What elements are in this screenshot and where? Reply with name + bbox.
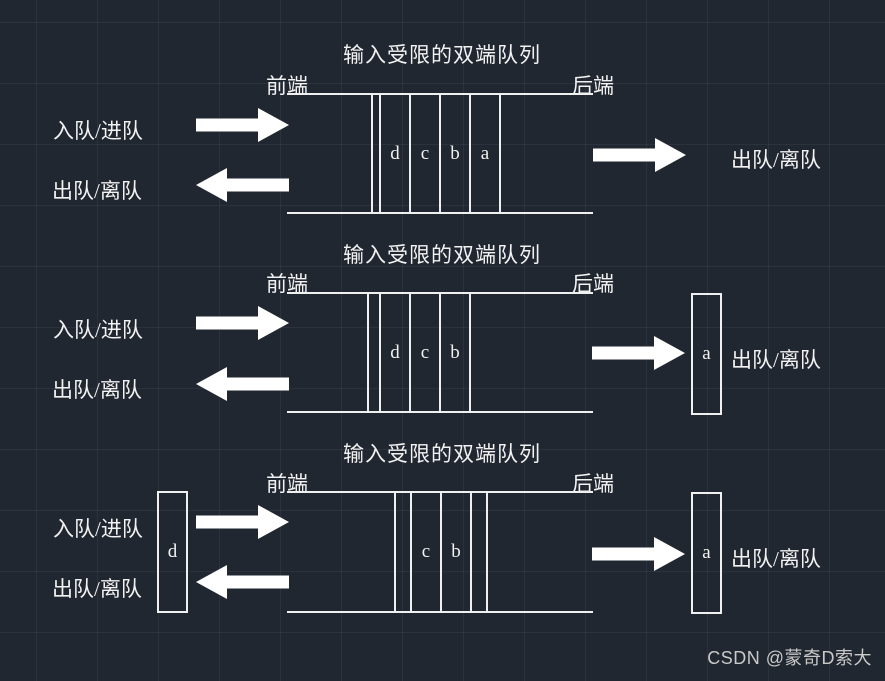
queue-cell: c bbox=[410, 491, 440, 613]
arrow-right-icon bbox=[196, 306, 289, 340]
diagram1-title: 输入受限的双端队列 bbox=[343, 43, 541, 67]
diagram1-dequeue-right-label: 出队/离队 bbox=[731, 148, 821, 172]
cell-value: a bbox=[480, 142, 490, 164]
cell-value: b bbox=[450, 341, 460, 363]
diagram1-front-divider-line bbox=[371, 93, 373, 214]
diagram2-dequeue-left-label: 出队/离队 bbox=[52, 378, 142, 402]
cell-value: a bbox=[702, 542, 711, 563]
arrow-right-icon bbox=[592, 336, 685, 370]
arrow-right-icon bbox=[196, 108, 289, 142]
diagram3-dequeue-right-label: 出队/离队 bbox=[731, 547, 821, 571]
diagram3-front-divider-line bbox=[394, 491, 396, 613]
diagram2-dequeue-right-label: 出队/离队 bbox=[731, 348, 821, 372]
diagram3-enqueuing-cell: d bbox=[157, 491, 188, 613]
cell-value: c bbox=[421, 541, 431, 562]
diagram1-dequeue-left-label: 出队/离队 bbox=[52, 179, 142, 203]
diagram2-dequeued-cell: a bbox=[691, 293, 722, 415]
arrow-left-icon bbox=[196, 565, 289, 599]
arrow-right-icon bbox=[593, 138, 686, 172]
queue-cell: c bbox=[409, 93, 439, 214]
queue-cell: a bbox=[469, 93, 501, 214]
diagram1-enqueue-label: 入队/进队 bbox=[53, 119, 143, 143]
diagram3-back-label: 后端 bbox=[572, 472, 614, 496]
diagram1-cell-block: d c b a bbox=[379, 93, 501, 214]
cell-value: c bbox=[420, 142, 430, 164]
diagram2-title: 输入受限的双端队列 bbox=[343, 243, 541, 267]
queue-cell: b bbox=[439, 93, 469, 214]
diagram3-back-divider-line bbox=[486, 491, 488, 613]
queue-cell: d bbox=[379, 93, 409, 214]
queue-cell: d bbox=[379, 292, 409, 413]
cell-value: a bbox=[702, 343, 711, 364]
csdn-watermark: CSDN @蒙奇D索大 bbox=[707, 648, 872, 668]
cell-value: b bbox=[450, 142, 460, 164]
queue-cell: b bbox=[439, 292, 471, 413]
queue-cell: b bbox=[440, 491, 472, 613]
diagram3-dequeued-cell: a bbox=[691, 492, 722, 614]
diagram3-enqueue-label: 入队/进队 bbox=[53, 517, 143, 541]
diagram2-enqueue-label: 入队/进队 bbox=[53, 318, 143, 342]
cell-value: d bbox=[390, 341, 400, 363]
arrow-left-icon bbox=[196, 367, 289, 401]
cell-value: d bbox=[167, 541, 178, 562]
diagram1-front-label: 前端 bbox=[266, 74, 308, 98]
arrow-right-icon bbox=[592, 537, 685, 571]
cell-value: b bbox=[451, 541, 461, 562]
cell-value: d bbox=[390, 142, 400, 164]
cell-value: c bbox=[420, 341, 430, 363]
diagram1-back-label: 后端 bbox=[572, 74, 614, 98]
diagram3-dequeue-left-label: 出队/离队 bbox=[52, 577, 142, 601]
diagram3-front-label: 前端 bbox=[266, 472, 308, 496]
arrow-right-icon bbox=[196, 505, 289, 539]
diagram3-cell-block: c b bbox=[410, 491, 472, 613]
arrow-left-icon bbox=[196, 168, 289, 202]
queue-cell: c bbox=[409, 292, 439, 413]
diagram3-title: 输入受限的双端队列 bbox=[343, 442, 541, 466]
diagram2-front-divider-line bbox=[367, 292, 369, 413]
diagram2-cell-block: d c b bbox=[379, 292, 471, 413]
